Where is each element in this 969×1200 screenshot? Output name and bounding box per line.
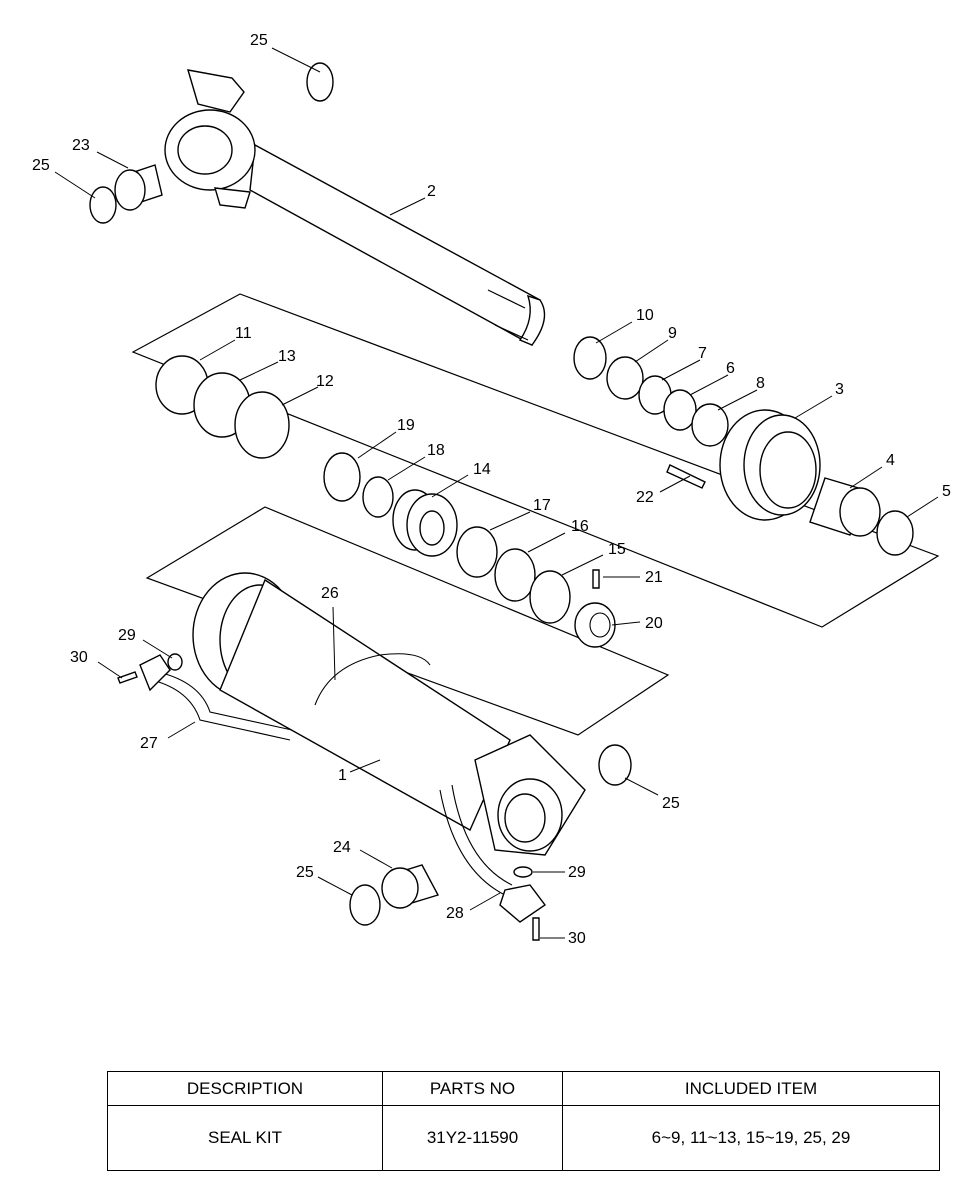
piston-nut [574,602,616,648]
bolt-30-left [117,671,138,684]
dust-seal-25-top [306,62,334,102]
snap-ring [876,510,914,556]
rod-seal-ring-10 [573,336,607,380]
callout-26: 26 [321,585,339,602]
callout-23: 23 [72,137,90,154]
callout-4: 4 [886,452,895,469]
callout-16: 16 [571,518,589,535]
pipe-27-outer [157,671,293,731]
callout-1: 1 [338,767,347,784]
ring-19 [323,452,361,502]
ring-16 [494,548,536,602]
pipe-27 [151,679,291,741]
rod-cover-bushing [809,477,881,537]
pipe-flange-28 [499,884,546,923]
callout-30-bottom: 30 [568,930,586,947]
callout-29-bottom: 29 [568,864,586,881]
callout-20: 20 [645,615,663,632]
callout-22: 22 [636,489,654,506]
callout-6: 6 [726,360,735,377]
pipe-28-outer [451,784,513,886]
header-description: DESCRIPTION [107,1071,383,1106]
pipe-band-26 [314,653,431,706]
callout-25-top: 25 [250,32,268,49]
rod-cover [719,409,821,521]
callout-17: 17 [533,497,551,514]
callout-3: 3 [835,381,844,398]
dust-seal-25-bottom [349,884,381,926]
bolt-30-bottom [532,917,540,941]
pipe-28 [439,789,506,896]
callout-18: 18 [427,442,445,459]
ring-15 [529,570,571,624]
callout-2: 2 [427,183,436,200]
tube-assembly [192,572,586,856]
rod-seal-ring-8 [691,403,729,447]
callout-12: 12 [316,373,334,390]
piston-nut-hole [589,612,611,638]
pin-bushing-24 [381,864,440,909]
callout-14: 14 [473,461,491,478]
callout-27: 27 [140,735,158,752]
piston-rod [164,69,546,347]
header-included-item: INCLUDED ITEM [562,1071,940,1106]
callout-28: 28 [446,905,464,922]
callout-8: 8 [756,375,765,392]
cell-included-item: 6~9, 11~13, 15~19, 25, 29 [562,1105,940,1171]
seal-kit-table: DESCRIPTION PARTS NO INCLUDED ITEM SEAL … [107,1071,940,1171]
dust-seal-25-left [89,186,117,224]
leader-lines [54,47,939,939]
pipe-flange-27 [139,654,171,692]
callout-24: 24 [333,839,351,856]
exploded-parts-diagram: 25 23 25 2 10 9 7 6 8 3 4 5 22 11 13 12 … [32,32,951,947]
cell-parts-no: 31Y2-11590 [382,1105,563,1171]
socket-bolt [666,464,706,489]
pin-bushing-23 [114,164,163,211]
rod-seal-ring-9 [606,356,644,400]
o-ring-12 [234,391,290,459]
callout-19: 19 [397,417,415,434]
callout-15: 15 [608,541,626,558]
callout-21: 21 [645,569,663,586]
callout-29-left: 29 [118,627,136,644]
dust-seal-25-right [598,744,632,786]
callout-30-left: 30 [70,649,88,666]
callout-25-bottom: 25 [296,864,314,881]
table-header-row: DESCRIPTION PARTS NO INCLUDED ITEM [107,1071,940,1106]
cell-description: SEAL KIT [107,1105,383,1171]
callout-5: 5 [942,483,951,500]
seal-kit-frame-upper [131,293,940,628]
seal-kit-frame-lower [145,506,670,736]
table-row: SEAL KIT 31Y2-11590 6~9, 11~13, 15~19, 2… [107,1105,940,1171]
callout-11: 11 [235,325,252,342]
callout-25-right: 25 [662,795,680,812]
ring-18 [362,476,394,518]
callout-10: 10 [636,307,654,324]
callout-25-left: 25 [32,157,50,174]
callout-13: 13 [278,348,296,365]
set-screw [592,569,600,589]
o-ring-29-bottom [513,866,533,878]
piston [392,489,458,557]
header-parts-no: PARTS NO [382,1071,563,1106]
rod-seal-ring-6 [663,389,697,431]
ring-17 [456,526,498,578]
callout-9: 9 [668,325,677,342]
callout-7: 7 [698,345,707,362]
